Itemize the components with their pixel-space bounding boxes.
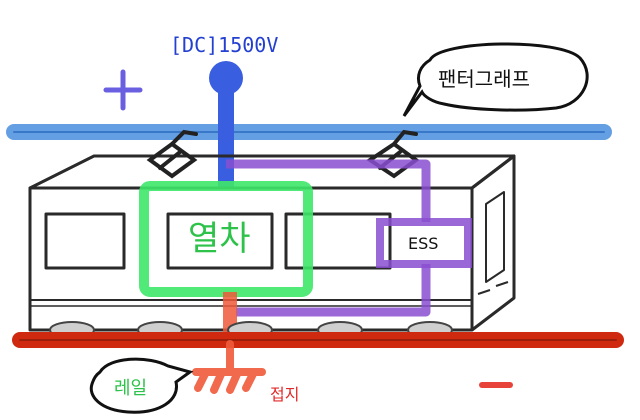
rail-callout: 레일 xyxy=(89,357,194,414)
ess-box xyxy=(376,218,472,268)
voltage-label: [DC]1500V xyxy=(170,33,278,57)
ground-label: 접지 xyxy=(270,385,299,404)
ess-circuit xyxy=(226,159,431,317)
pantograph-left-icon xyxy=(146,129,198,179)
positive-sign-icon xyxy=(103,69,143,111)
pantograph-label: 팬터그래프 xyxy=(438,67,530,91)
pantograph-callout: 팬터그래프 xyxy=(402,42,589,117)
rail-label: 레일 xyxy=(114,378,147,399)
train-label: 열차 xyxy=(188,219,251,259)
ground-icon xyxy=(192,340,266,394)
voltage-source-node xyxy=(209,61,243,95)
ess-label: ESS xyxy=(408,234,438,253)
